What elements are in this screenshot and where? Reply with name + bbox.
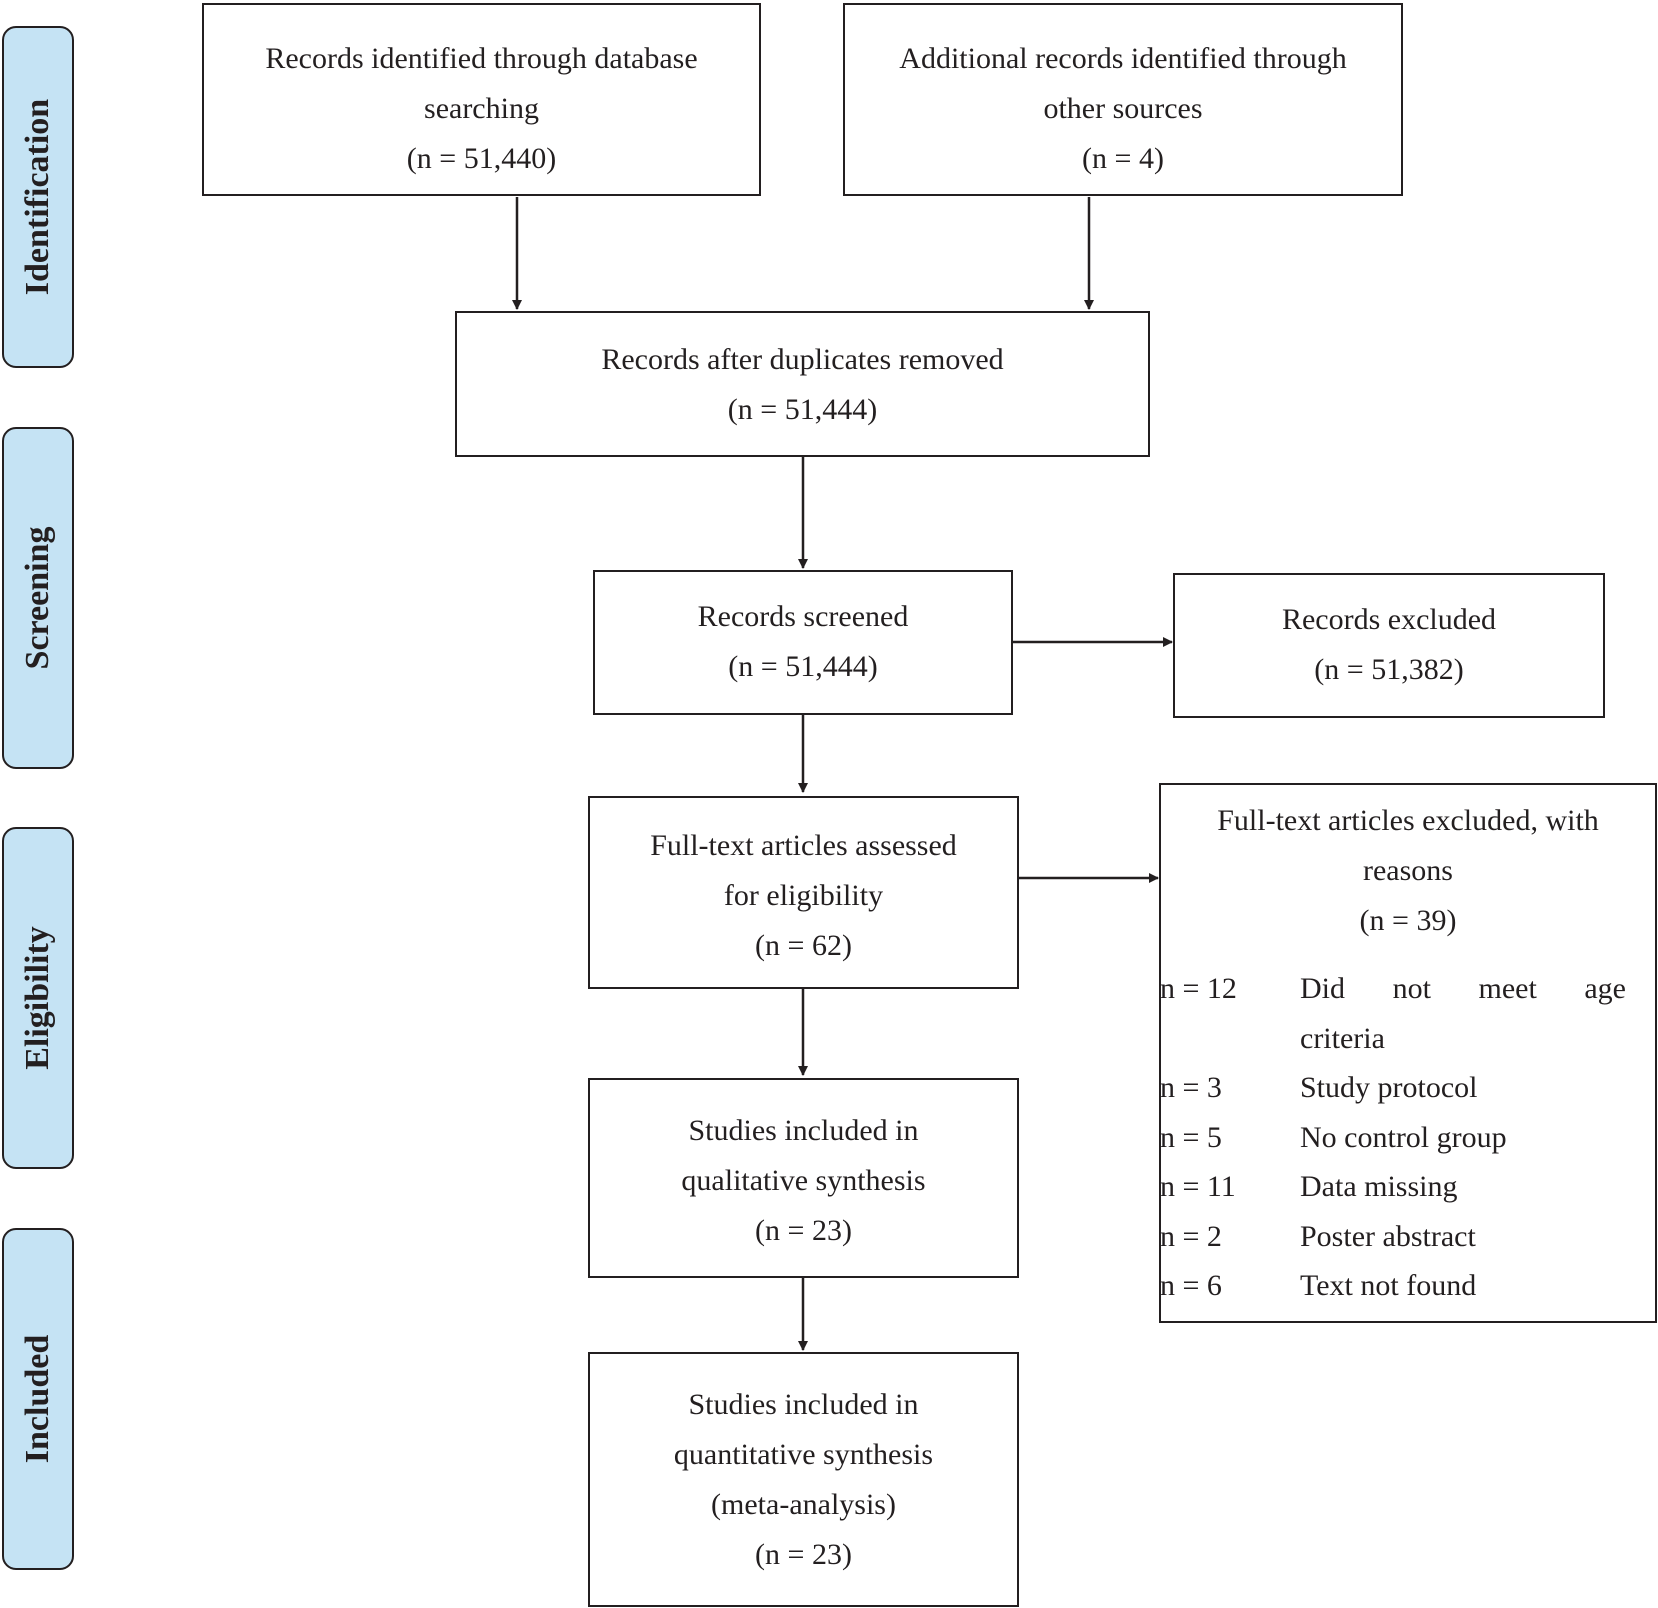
- box-records-after-duplicates: Records after duplicates removed (n = 51…: [455, 311, 1150, 457]
- box-line: (n = 23): [755, 1214, 852, 1247]
- box-line: (n = 51,440): [406, 142, 557, 175]
- box-line: Studies included in: [688, 1388, 919, 1421]
- reason-row: n = 2 Poster abstract: [1160, 1212, 1626, 1262]
- box-line: (n = 62): [755, 929, 852, 962]
- box-line: quantitative synthesis: [673, 1438, 934, 1471]
- phase-included: Included: [2, 1228, 74, 1570]
- box-line: Full-text articles assessed: [650, 829, 957, 862]
- reason-text: Poster abstract: [1300, 1219, 1476, 1253]
- box-line: Records after duplicates removed: [601, 343, 1004, 376]
- reason-count: n = 12: [1160, 972, 1237, 1005]
- box-line: qualitative synthesis: [681, 1164, 926, 1197]
- box-records-screened: Records screened (n = 51,444): [593, 570, 1013, 715]
- phase-screening: Screening: [2, 427, 74, 769]
- box-fulltext-excluded: Full-text articles excluded, with reason…: [1159, 783, 1657, 1323]
- box-line: (meta-analysis): [711, 1488, 896, 1521]
- phase-identification: Identification: [2, 26, 74, 368]
- reason-count: n = 6: [1160, 1269, 1222, 1302]
- reason-text: Text not found: [1300, 1269, 1477, 1302]
- reason-row: criteria: [1160, 1014, 1626, 1064]
- box-line: reasons: [1363, 854, 1453, 887]
- box-line: other sources: [1043, 92, 1203, 125]
- reason-text: criteria: [1300, 1021, 1385, 1055]
- exclusion-reasons-list: n = 12 Did not meet age criteria n = 3 S…: [1160, 964, 1626, 1311]
- box-records-other-sources: Additional records identified through ot…: [843, 3, 1403, 196]
- box-line: searching: [424, 92, 539, 125]
- reason-text: Study protocol: [1300, 1071, 1478, 1104]
- box-line: (n = 51,382): [1314, 653, 1464, 686]
- box-line: (n = 51,444): [727, 393, 878, 426]
- reason-row: n = 11 Data missing: [1160, 1162, 1626, 1212]
- reason-count: n = 11: [1160, 1170, 1236, 1203]
- box-line: Studies included in: [688, 1114, 919, 1147]
- reason-count-empty: [1160, 1014, 1300, 1064]
- reason-row: n = 3 Study protocol: [1160, 1063, 1626, 1113]
- box-line: (n = 4): [1082, 142, 1164, 175]
- reason-count: n = 2: [1160, 1219, 1222, 1253]
- reason-text: No control group: [1300, 1120, 1507, 1154]
- reason-count: n = 3: [1160, 1071, 1222, 1104]
- box-records-database: Records identified through database sear…: [202, 3, 761, 196]
- reason-row: n = 12 Did not meet age: [1160, 964, 1626, 1014]
- box-line: Additional records identified through: [899, 42, 1347, 75]
- box-fulltext-assessed: Full-text articles assessed for eligibil…: [588, 796, 1019, 989]
- reason-text: Did not meet age: [1300, 972, 1626, 1005]
- box-line: for eligibility: [723, 879, 884, 912]
- box-line: (n = 23): [755, 1538, 852, 1571]
- reason-text: Data missing: [1300, 1170, 1458, 1203]
- box-line: (n = 51,444): [728, 650, 878, 683]
- reason-count: n = 5: [1160, 1120, 1222, 1154]
- box-line: Full-text articles excluded, with: [1217, 804, 1599, 837]
- reason-row: n = 5 No control group: [1160, 1113, 1626, 1163]
- phase-eligibility: Eligibility: [2, 827, 74, 1169]
- box-line: Records screened: [697, 600, 909, 633]
- reason-row: n = 6 Text not found: [1160, 1261, 1626, 1311]
- box-qualitative-synthesis: Studies included in qualitative synthesi…: [588, 1078, 1019, 1278]
- box-line: (n = 39): [1359, 904, 1457, 937]
- box-records-excluded: Records excluded (n = 51,382): [1173, 573, 1605, 718]
- box-line: Records excluded: [1281, 603, 1497, 636]
- box-quantitative-synthesis: Studies included in quantitative synthes…: [588, 1352, 1019, 1607]
- box-line: Records identified through database: [265, 42, 698, 75]
